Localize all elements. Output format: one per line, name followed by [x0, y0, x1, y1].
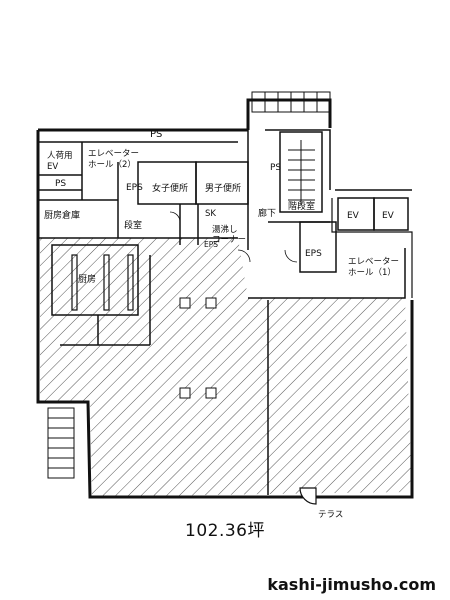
- ps-stair-label: PS: [270, 163, 281, 173]
- sk-label: SK: [205, 209, 216, 219]
- ev-1-label: EV: [347, 211, 360, 221]
- terrace-door: [299, 487, 317, 505]
- corridor-label: 廊下: [258, 207, 276, 219]
- elevator-hall-1-outline: [331, 198, 413, 298]
- ps-top-label: PS: [150, 129, 162, 140]
- floor-area-label: 102.36坪: [185, 521, 265, 541]
- elevator-hall-1-label: エレベーターホール（1）: [348, 257, 399, 278]
- eps-small-label: EPS: [126, 183, 143, 193]
- kitchen-counters: [71, 254, 134, 311]
- mens-toilet-label: 男子便所: [205, 182, 241, 194]
- bottom-left-staircase: [47, 407, 75, 479]
- ps-left-label: PS: [55, 179, 66, 189]
- door-swings: [169, 211, 298, 263]
- stair-room-label: 段室: [124, 219, 142, 231]
- structural-columns: [179, 297, 217, 399]
- eps-right-label: EPS: [305, 249, 322, 259]
- site-url: kashi-jimusho.com: [267, 575, 436, 594]
- kitchenette-label: 湯沸しコーナー: [212, 224, 246, 245]
- kitchen-storage-label: 厨房倉庫: [44, 209, 80, 221]
- womens-toilet-label: 女子便所: [152, 182, 188, 194]
- interior-walls: [38, 112, 412, 495]
- ev-2-label: EV: [382, 211, 395, 221]
- stairwell-stairs: [288, 140, 315, 205]
- kitchen-label: 厨房: [78, 273, 96, 285]
- elevator-hall-2-label: エレベーターホール（2）: [88, 149, 139, 170]
- eps-bottom-label: EPS: [204, 240, 218, 249]
- terrace-label: テラス: [318, 510, 343, 520]
- top-staircase: [251, 91, 331, 113]
- stairwell-label: 階段室: [288, 200, 315, 212]
